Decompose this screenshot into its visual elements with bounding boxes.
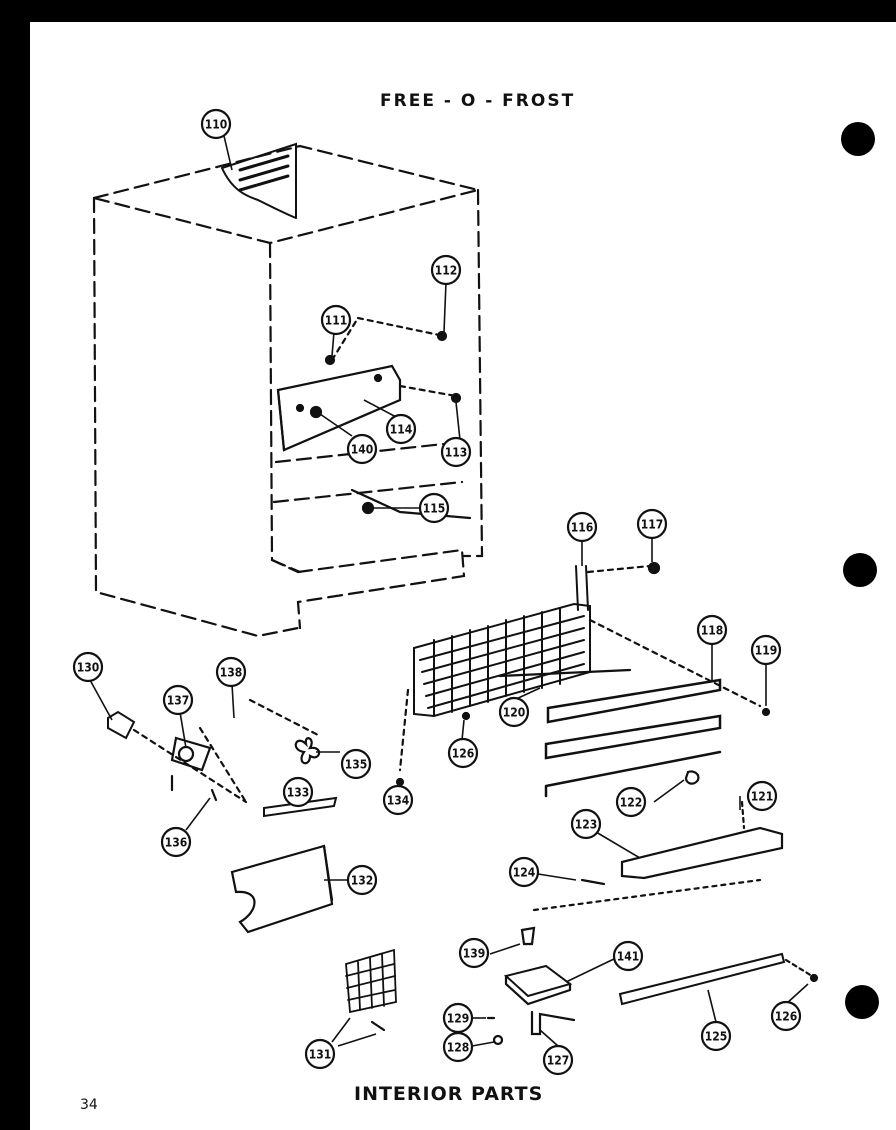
callout-135: 135 [340, 748, 372, 780]
svg-text:136: 136 [165, 836, 188, 850]
callout-126: 126 [447, 737, 479, 769]
binder-hole [843, 553, 877, 587]
callout-121: 121 [746, 780, 778, 812]
svg-text:131: 131 [309, 1048, 332, 1062]
drain-trough [620, 826, 784, 880]
callout-119: 119 [750, 634, 782, 666]
callout-116: 116 [566, 511, 598, 543]
svg-text:133: 133 [287, 786, 310, 800]
diagram-title: FREE - O - FROST [380, 91, 576, 111]
svg-text:126: 126 [452, 747, 475, 761]
svg-text:120: 120 [503, 706, 526, 720]
callout-118: 118 [696, 614, 728, 646]
callout-132: 132 [346, 864, 378, 896]
callout-115: 115 [418, 492, 450, 524]
svg-text:126: 126 [775, 1010, 798, 1024]
liner-vent [221, 142, 297, 219]
svg-text:138: 138 [220, 666, 243, 680]
svg-text:122: 122 [620, 796, 643, 810]
svg-text:134: 134 [387, 794, 410, 808]
callout-126: 126 [770, 1000, 802, 1032]
callout-120: 120 [498, 696, 530, 728]
callout-129: 129 [442, 1002, 474, 1034]
air-duct [230, 844, 334, 934]
page-number: 34 [80, 1097, 98, 1113]
callout-138: 138 [215, 656, 247, 688]
svg-text:123: 123 [575, 818, 598, 832]
svg-text:132: 132 [351, 874, 374, 888]
callout-112: 112 [430, 254, 462, 286]
svg-text:130: 130 [77, 661, 100, 675]
svg-text:119: 119 [755, 644, 778, 658]
diagram-caption: INTERIOR PARTS [354, 1083, 544, 1105]
svg-text:140: 140 [351, 443, 374, 457]
callout-137: 137 [162, 684, 194, 716]
callout-125: 125 [700, 1020, 732, 1052]
svg-text:113: 113 [445, 446, 468, 460]
fan-blade [294, 737, 321, 765]
svg-text:129: 129 [447, 1012, 470, 1026]
svg-text:127: 127 [547, 1054, 570, 1068]
callout-117: 117 [636, 508, 668, 540]
binder-hole [845, 985, 879, 1019]
svg-text:117: 117 [641, 518, 664, 532]
callout-122: 122 [615, 786, 647, 818]
callout-140: 140 [346, 433, 378, 465]
svg-text:110: 110 [205, 118, 228, 132]
svg-text:135: 135 [345, 758, 368, 772]
defrost-heater [544, 678, 722, 798]
fan-motor [107, 710, 136, 740]
callout-128: 128 [442, 1031, 474, 1063]
svg-text:141: 141 [617, 950, 640, 964]
svg-text:128: 128 [447, 1041, 470, 1055]
grille [345, 948, 397, 1014]
callout-134: 134 [382, 784, 414, 816]
binder-hole [841, 122, 875, 156]
rail [618, 952, 786, 1006]
callout-123: 123 [570, 808, 602, 840]
callout-127: 127 [542, 1044, 574, 1076]
callout-133: 133 [282, 776, 314, 808]
callout-110: 110 [200, 108, 232, 140]
svg-text:137: 137 [167, 694, 190, 708]
callout-141: 141 [612, 940, 644, 972]
svg-text:116: 116 [571, 521, 594, 535]
callout-111: 111 [320, 304, 352, 336]
callout-130: 130 [72, 651, 104, 683]
svg-text:125: 125 [705, 1030, 728, 1044]
callout-131: 131 [304, 1038, 336, 1070]
svg-text:121: 121 [751, 790, 774, 804]
svg-text:118: 118 [701, 624, 724, 638]
svg-text:111: 111 [325, 314, 348, 328]
svg-text:112: 112 [435, 264, 458, 278]
svg-text:114: 114 [390, 423, 413, 437]
callout-136: 136 [160, 826, 192, 858]
callout-114: 114 [385, 413, 417, 445]
callout-139: 139 [458, 937, 490, 969]
callout-124: 124 [508, 856, 540, 888]
svg-text:139: 139 [463, 947, 486, 961]
callout-113: 113 [440, 436, 472, 468]
svg-text:124: 124 [513, 866, 536, 880]
svg-text:115: 115 [423, 502, 446, 516]
callout-bubbles: 110 111 112 113 114 140 115 116 117 118 … [72, 108, 802, 1076]
evaporator-coil [413, 565, 591, 718]
